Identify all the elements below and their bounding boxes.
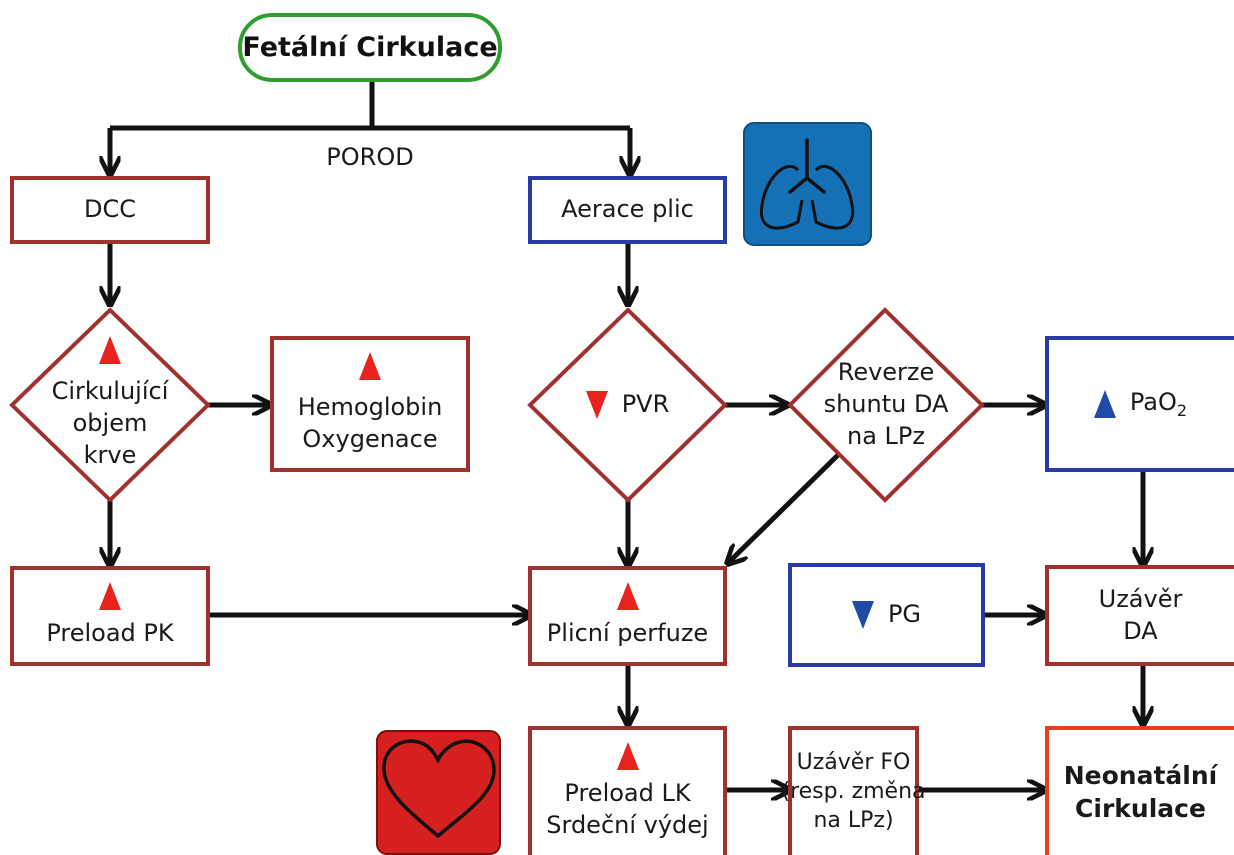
pg-label: PG [887,600,922,629]
dcc-label: DCC [84,195,136,224]
pg-node: PG [790,565,983,665]
da-reversal-diamond [787,307,985,503]
dcc-node: DCC [12,178,208,242]
birth-label-wrap: POROD [310,141,430,175]
arrow-up-icon [616,582,639,611]
arrow-up-icon [99,582,121,611]
dcc-box [10,176,210,244]
pvr-node: PVR [530,310,725,500]
fo-closure-box [788,726,919,855]
da-closure-node: Uzávěr DA [1047,567,1234,664]
da-reversal-line3: na LPz [847,421,925,450]
hemoglobin-node: Hemoglobin Oxygenace [272,338,468,470]
arrow-down-icon [851,600,874,629]
da-closure-line1: Uzávěr [1098,584,1183,613]
pg-box [788,563,985,667]
circ-volume-node: Cirkulující objem krve [12,318,208,490]
pao2-box [1045,336,1234,472]
da-reversal-line2: shuntu DA [823,390,949,419]
arrow-up-icon [99,336,121,365]
circ-volume-line2: objem [72,409,148,438]
fo-closure-line2: (resp. změna [781,778,926,804]
heart-icon [376,730,501,855]
start-node: Fetální Cirkulace [240,15,500,80]
pvr-row: PVR [585,389,670,421]
birth-label: POROD [326,143,414,172]
aeration-box [528,176,727,244]
pvr-diamond [527,307,728,503]
edges [110,80,1143,790]
da-reversal-line1: Reverze [837,358,935,387]
circ-volume-line3: krve [83,440,137,469]
arrow-down-icon [585,390,608,419]
hemoglobin-line2: Oxygenace [302,425,438,453]
arrow-up-icon [616,741,639,770]
lungs-icon [743,122,872,246]
preload-lk-line1: Preload LK [564,778,691,807]
edge-reversal-to-perfusion [728,453,840,563]
start-node-label: Fetální Cirkulace [242,31,498,63]
fo-closure-node: Uzávěr FO (resp. změna na LPz) [781,728,925,855]
neonatal-box [1045,726,1234,855]
pao2-row: PaO2 [1093,387,1188,421]
fo-closure-line3: na LPz) [813,808,894,834]
circ-volume-diamond [9,307,211,503]
neonatal-node: Neonatální Cirkulace [1047,728,1234,855]
start-node-shape [238,13,502,82]
arrow-up-icon [359,352,381,381]
aeration-node: Aerace plic [530,178,725,242]
aeration-label: Aerace plic [561,195,694,224]
preload-pk-label: Preload PK [46,619,174,648]
da-reversal-node: Reverze shuntu DA na LPz [790,310,982,500]
pvr-label: PVR [621,390,670,419]
pg-row: PG [851,599,922,631]
fo-closure-line1: Uzávěr FO [796,749,911,775]
pao2-node: PaO2 [1047,338,1234,470]
preload-pk-node: Preload PK [12,568,208,664]
preload-lk-line2: Srdeční výdej [546,810,709,839]
arrow-up-icon [1093,390,1116,418]
pao2-label: PaO2 [1129,388,1188,420]
da-closure-box [1045,565,1234,666]
neonatal-line1: Neonatální [1063,760,1218,790]
hemoglobin-line1: Hemoglobin [297,393,443,422]
neonatal-line2: Cirkulace [1075,793,1206,823]
da-closure-line2: DA [1123,616,1158,645]
lung-perfusion-label: Plicní perfuze [546,619,709,648]
preload-lk-node: Preload LK Srdeční výdej [530,728,725,855]
lung-perfusion-node: Plicní perfuze [530,568,725,664]
circ-volume-line1: Cirkulující [51,377,169,406]
